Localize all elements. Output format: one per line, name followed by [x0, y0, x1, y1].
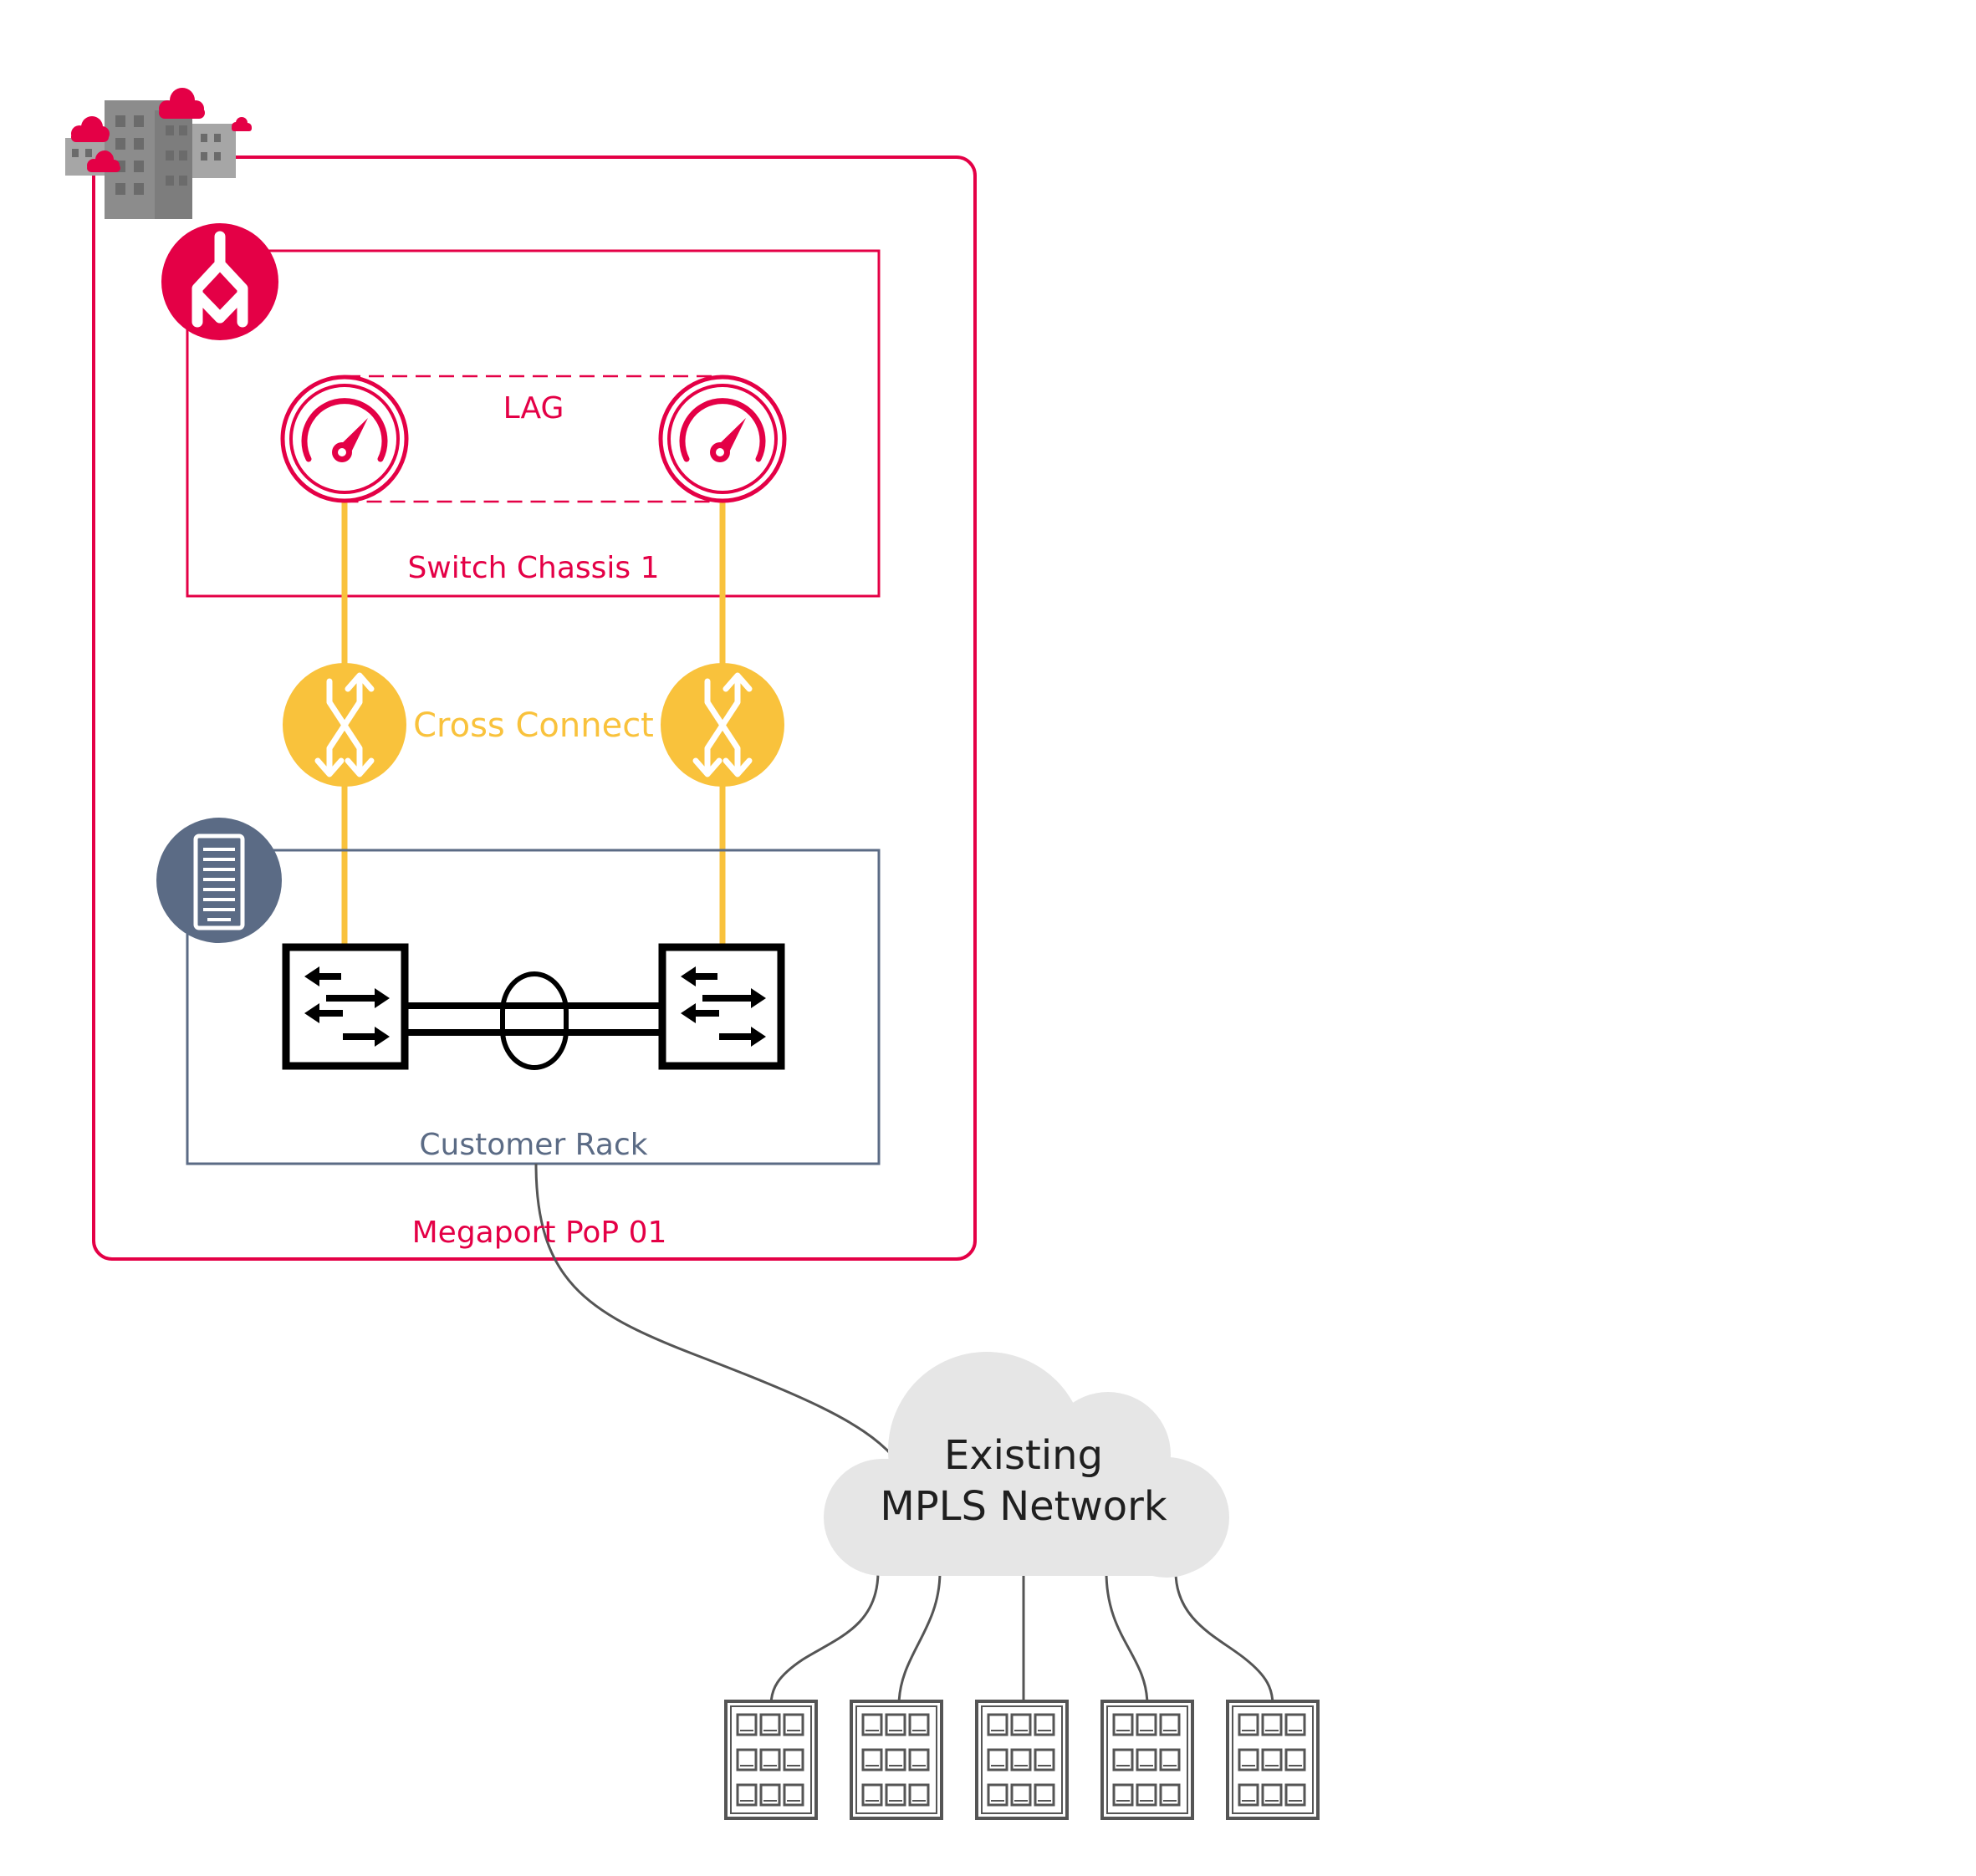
cross-connect-icon: [661, 663, 784, 787]
port-speedometer-icon: [658, 375, 787, 503]
switch-chassis-box: [186, 249, 881, 598]
datacenter-buildings-icon: [65, 88, 252, 219]
server-rack-icon: [156, 818, 282, 943]
lag-label: LAG: [503, 391, 564, 426]
branch-office-building-icon: [975, 1700, 1069, 1820]
branch-links: [769, 1571, 1274, 1706]
switch-chassis-label: Switch Chassis 1: [407, 551, 659, 585]
cloud-label-line2: MPLS Network: [880, 1483, 1167, 1530]
switch-lag-link: [405, 971, 662, 1070]
cross-connect-icon: [283, 663, 406, 787]
branch-office-building-icon: [724, 1700, 818, 1820]
customer-rack-label: Customer Rack: [419, 1128, 647, 1162]
branch-office-building-icon: [850, 1700, 943, 1820]
cloud-label-line1: Existing: [944, 1432, 1103, 1479]
network-switch-icon: [282, 943, 409, 1070]
pop-label: Megaport PoP 01: [412, 1216, 667, 1250]
port-speedometer-icon: [280, 375, 409, 503]
mpls-cloud-icon: [824, 1352, 1229, 1578]
cross-connect-label: Cross Connect: [413, 706, 654, 745]
branch-office-building-icon: [1100, 1700, 1194, 1820]
pop-container: [92, 155, 977, 1261]
rack-to-cloud-link: [534, 1163, 895, 1458]
branch-office-building-icon: [1226, 1700, 1320, 1820]
network-switch-icon: [658, 943, 785, 1070]
customer-rack-box: [186, 849, 881, 1165]
megaport-logo-icon: [161, 223, 278, 340]
branch-offices: [724, 1700, 1320, 1820]
